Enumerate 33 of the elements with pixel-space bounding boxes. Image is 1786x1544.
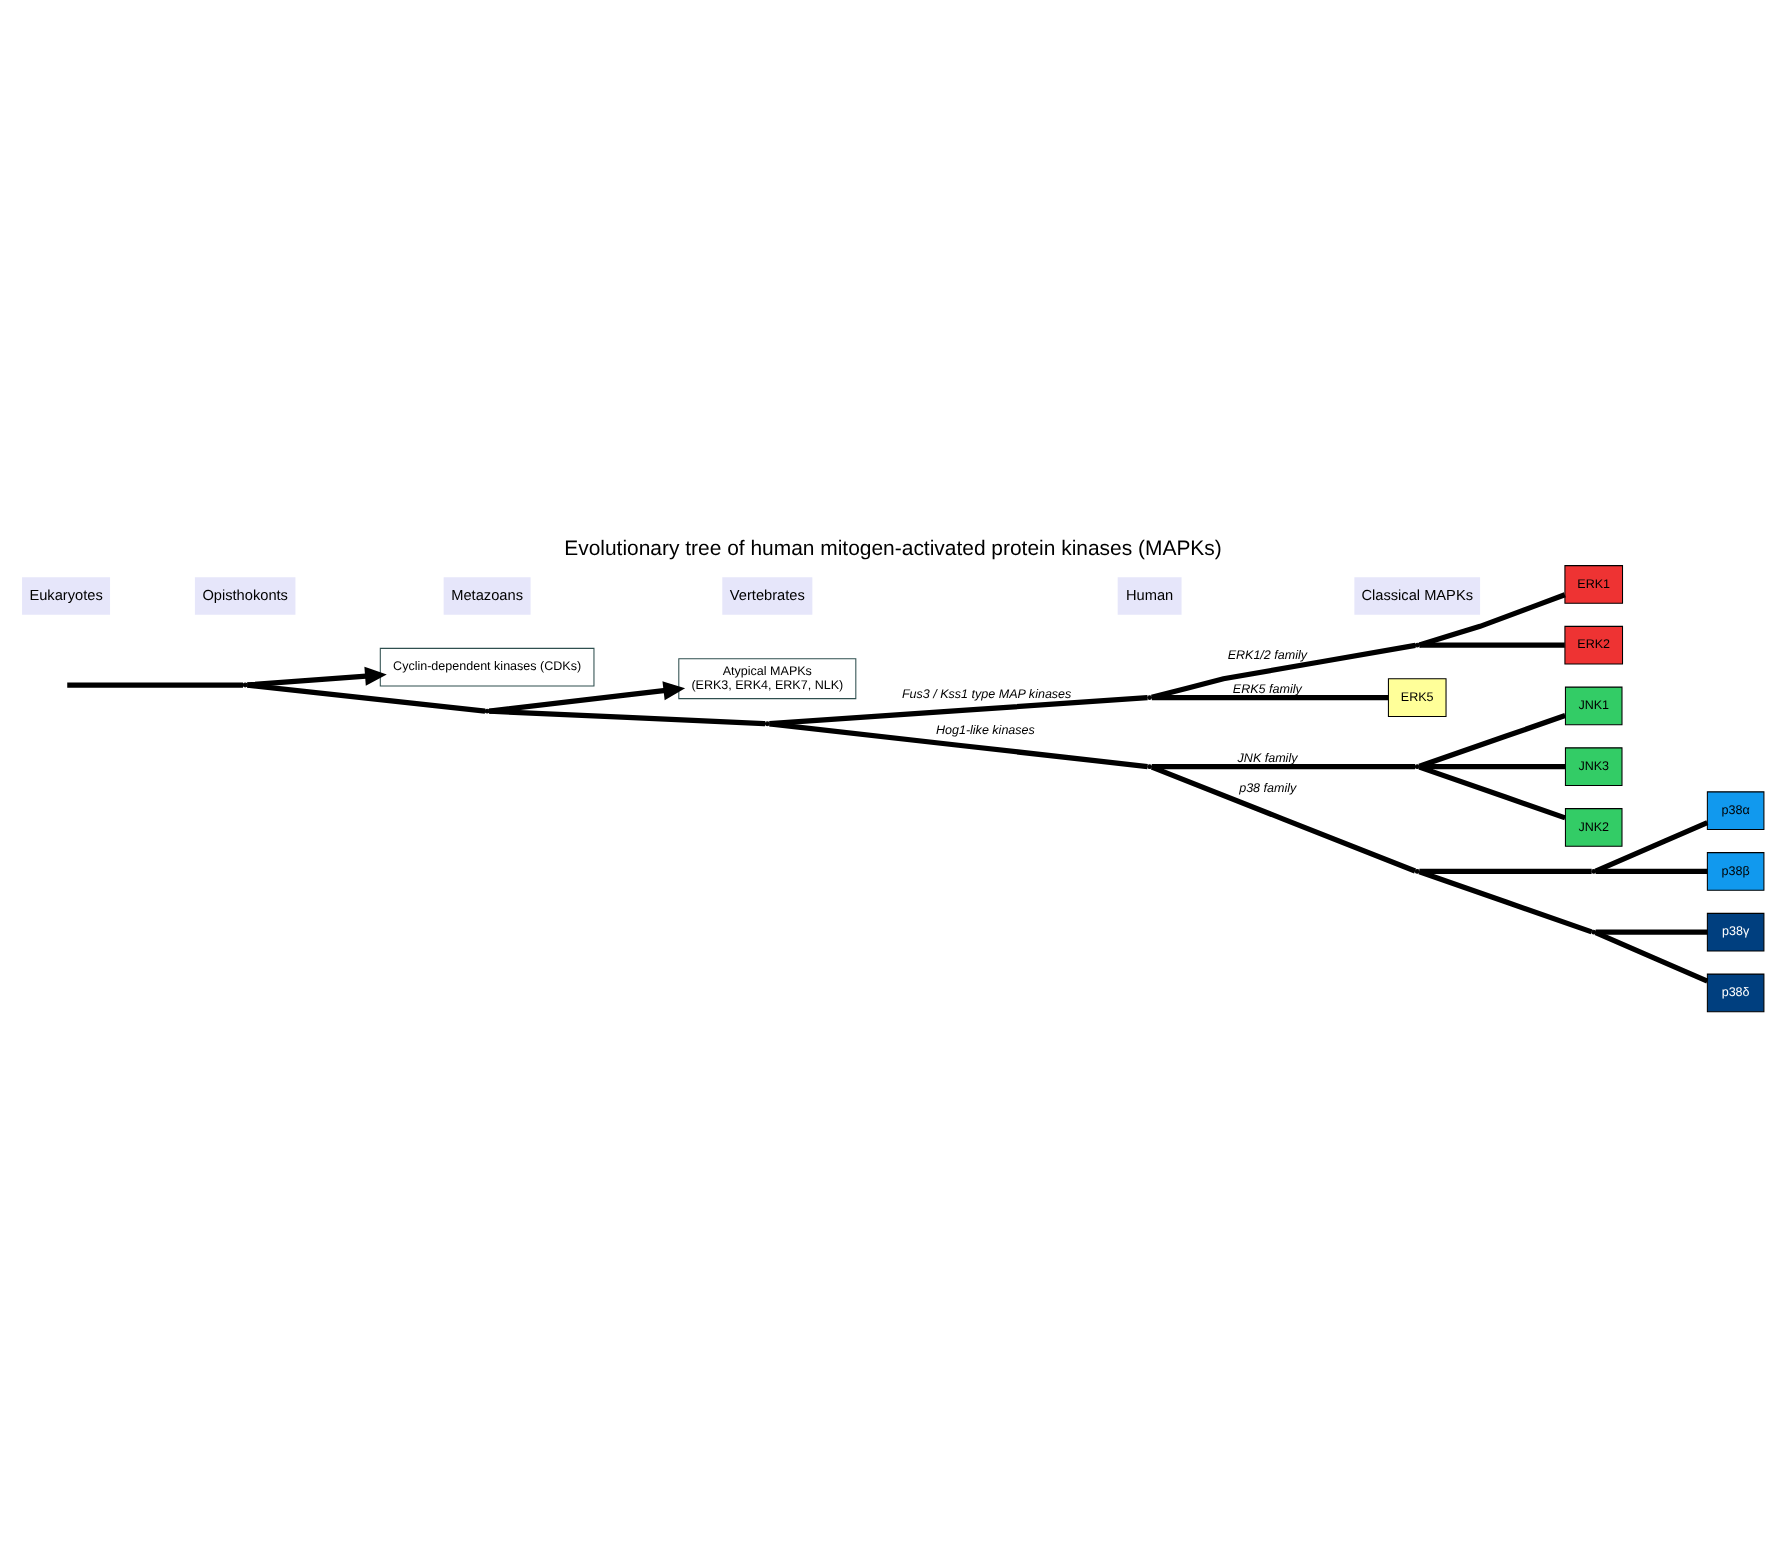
- connector: [1150, 763, 1417, 873]
- node-point: [1591, 868, 1597, 873]
- connector: [1419, 763, 1566, 769]
- node-point: [242, 681, 248, 687]
- connector: [1419, 867, 1592, 874]
- node-point: [1147, 763, 1153, 769]
- arrow: [488, 680, 686, 713]
- connector: [769, 720, 1148, 769]
- connector: [1595, 867, 1708, 874]
- arrow: [247, 665, 387, 687]
- node-point: [1414, 641, 1420, 647]
- connector: [1594, 929, 1709, 983]
- connector: [1151, 641, 1416, 699]
- node-point: [764, 720, 770, 726]
- connector: [1418, 763, 1567, 820]
- node-point: [1414, 763, 1420, 769]
- connector: [1594, 819, 1709, 873]
- connector: [489, 707, 766, 726]
- connector: [67, 681, 244, 687]
- connector: [1151, 693, 1389, 700]
- node-point: [484, 707, 490, 713]
- connector: [1418, 868, 1593, 934]
- connector: [769, 694, 1148, 726]
- connector: [1595, 928, 1708, 934]
- node-point: [1591, 928, 1597, 934]
- diagram-title: Evolutionary tree of human mitogen-activated protein kinases (MAPKs): [564, 538, 1222, 561]
- node-point: [1147, 694, 1153, 699]
- node-point: [1414, 868, 1420, 873]
- connector: [1151, 763, 1416, 769]
- connector: [1418, 712, 1567, 768]
- connector: [247, 681, 486, 713]
- connector: [1419, 641, 1565, 647]
- connector: [1418, 591, 1566, 647]
